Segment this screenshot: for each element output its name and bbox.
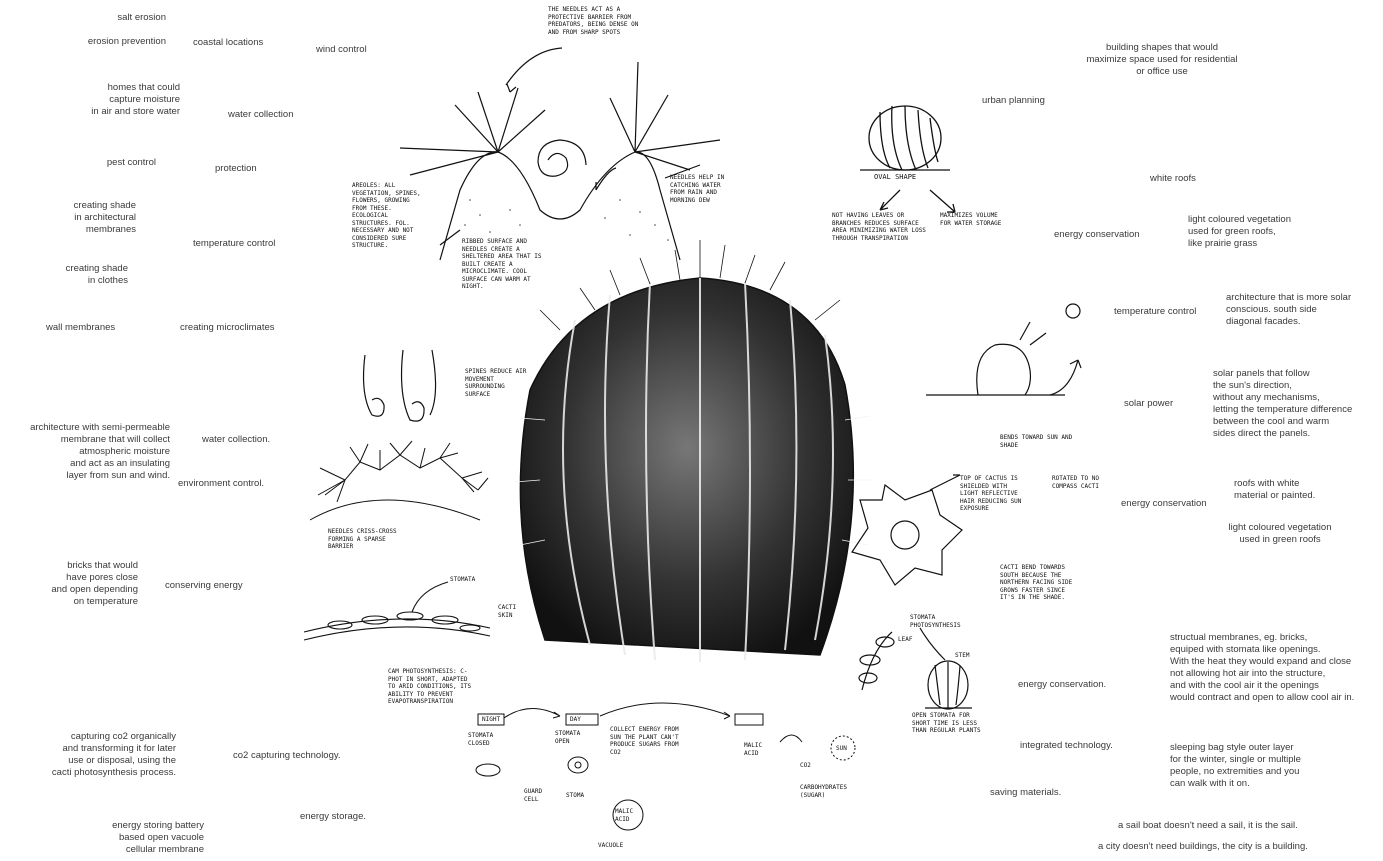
rotated-compass-note: rotated to no compass cacti <box>1052 475 1100 490</box>
malic-acid-label: malic acid <box>744 742 776 757</box>
energy-conservation-3-label: energy conservation. <box>1018 679 1106 691</box>
wall-membranes-label: wall membranes <box>46 322 115 334</box>
open-stomata-note: open stomata for short time is less than… <box>912 712 988 735</box>
stomata-label: stomata <box>450 576 475 584</box>
stomata-closed-label: stomata closed <box>468 732 508 747</box>
wind-control-label: wind control <box>316 44 367 56</box>
oval-surface-note: not having leaves or branches reduces su… <box>832 212 930 242</box>
bends-toward-sun-note: bends toward sun and shade <box>1000 434 1076 449</box>
oval-shape-label: oval shape <box>874 174 916 182</box>
solar-power-label: solar power <box>1124 398 1173 410</box>
bricks-pores-label: bricks that would have pores close and o… <box>30 560 138 608</box>
leaf-label: leaf <box>898 636 912 644</box>
sun-label: sun <box>836 745 847 753</box>
white-roofs-label: white roofs <box>1150 173 1196 185</box>
co2-label: co2 <box>800 762 811 770</box>
oval-shape-sketch <box>860 106 955 212</box>
cam-photosynthesis-flow <box>476 703 855 830</box>
structural-membranes-label: structual membranes, eg. bricks, equiped… <box>1170 632 1354 704</box>
cam-photosynthesis-note: cam photosynthesis: c-phot in short, ada… <box>388 668 472 706</box>
spines-air-note: spines reduce air movement surrounding s… <box>465 368 529 398</box>
stipple-dots <box>464 199 669 241</box>
co2-capturing-technology-label: co2 capturing technology. <box>233 750 341 762</box>
oval-volume-note: maximizes volume for water storage <box>940 212 1004 227</box>
integrated-technology-label: integrated technology. <box>1020 740 1113 752</box>
co2-capture-label: capturing co2 organically and transformi… <box>20 731 176 779</box>
ribbed-surface-note: ribbed surface and needles create a shel… <box>462 238 542 291</box>
urban-planning-label: urban planning <box>982 95 1045 107</box>
environment-control-label: environment control. <box>178 478 264 490</box>
light-vegetation-2-label: light coloured vegetation used in green … <box>1210 522 1350 546</box>
top-of-cactus-note: top of cactus is shielded with light ref… <box>960 475 1022 513</box>
spines-section-sketch <box>400 48 720 260</box>
city-building-quote: a city doesn't need buildings, the city … <box>1098 841 1308 853</box>
energy-from-sun-note: collect energy from sun the plant can't … <box>610 726 690 756</box>
energy-storage-label: energy storage. <box>300 811 366 823</box>
barrel-cactus-illustration <box>515 240 873 662</box>
protection-label: protection <box>215 163 257 175</box>
stomata-photosynthesis-label: stomata photosynthesis <box>910 614 976 629</box>
spiral-tendrils-sketch <box>364 350 436 421</box>
coastal-locations-label: coastal locations <box>193 37 263 49</box>
star-cross-section-sketch <box>852 475 962 585</box>
vacuole-label: vacuole <box>598 842 623 850</box>
cacti-bend-south-note: cacti bend towards south because the nor… <box>1000 564 1082 602</box>
shade-clothes-label: creating shade in clothes <box>30 263 128 287</box>
sail-boat-quote: a sail boat doesn't need a sail, it is t… <box>1118 820 1298 832</box>
sleeping-bag-label: sleeping bag style outer layer for the w… <box>1170 742 1301 790</box>
water-collection-2-label: water collection. <box>202 434 270 446</box>
needles-catch-water-note: needles help in catching water from rain… <box>670 174 732 204</box>
building-shapes-label: building shapes that would maximize spac… <box>1066 42 1258 78</box>
stomata-open-label: stomata open <box>555 730 593 745</box>
cacti-skin-label: cacti skin <box>498 604 530 619</box>
water-collection-label: water collection <box>228 109 293 121</box>
saving-materials-label: saving materials. <box>990 787 1061 799</box>
stem-label: stem <box>955 652 969 660</box>
temperature-control-left-label: temperature control <box>193 238 275 250</box>
stomata-skin-sketch <box>304 582 490 640</box>
leaf-stem-sketch <box>859 628 972 709</box>
carbohydrates-label: carbohydrates (sugar) <box>800 784 860 799</box>
malic-acid-cell-label: malic acid <box>615 808 643 823</box>
criss-cross-needles-sketch <box>310 441 488 520</box>
day-label: day <box>570 716 581 724</box>
shade-architectural-membranes-label: creating shade in architectural membrane… <box>30 200 136 236</box>
guard-cell-label: guard cell <box>524 788 554 803</box>
homes-capture-moisture-label: homes that could capture moisture in air… <box>60 82 180 118</box>
energy-conservation-2-label: energy conservation <box>1121 498 1207 510</box>
energy-conservation-1-label: energy conservation <box>1054 229 1140 241</box>
pest-control-label: pest control <box>60 157 156 169</box>
light-vegetation-label: light coloured vegetation used for green… <box>1188 214 1291 250</box>
solar-conscious-architecture-label: architecture that is more solar consciou… <box>1226 292 1351 328</box>
creating-microclimates-label: creating microclimates <box>180 322 275 334</box>
energy-storing-battery-label: energy storing battery based open vacuol… <box>70 820 204 856</box>
erosion-prevention-label: erosion prevention <box>50 36 166 48</box>
semi-permeable-membrane-label: architecture with semi-permeable membran… <box>0 422 170 482</box>
needles-crisscross-note: needles criss-cross forming a sparse bar… <box>328 528 400 551</box>
salt-erosion-label: salt erosion <box>70 12 166 24</box>
conserving-energy-label: conserving energy <box>165 580 243 592</box>
sun-bending-sketch <box>926 304 1081 395</box>
stoma-label: stoma <box>566 792 584 800</box>
areoles-note: areoles: all vegetation, spines, flowers… <box>352 182 422 250</box>
spines-protective-note: the needles act as a protective barrier … <box>548 6 648 36</box>
solar-panels-label: solar panels that follow the sun's direc… <box>1213 368 1352 440</box>
roofs-white-label: roofs with white material or painted. <box>1234 478 1315 502</box>
temperature-control-right-label: temperature control <box>1114 306 1196 318</box>
night-label: night <box>482 716 500 724</box>
